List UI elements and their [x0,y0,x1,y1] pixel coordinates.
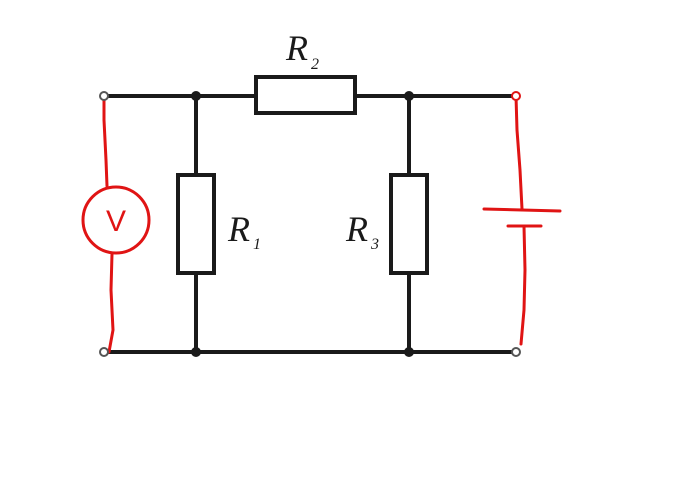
battery-wire-bottom [519,224,527,346]
resistor-r2 [254,75,357,115]
battery-wire-top [514,94,524,211]
resistor-r3 [389,173,429,275]
resistor-r1 [176,173,216,275]
terminal-bottom-right [511,347,521,357]
label-r2: R 2 [285,28,319,73]
label-r1: R 1 [227,209,261,253]
label-r3-letter: R [345,209,368,249]
voltmeter-circle [81,185,151,255]
label-r2-letter: R [285,28,308,68]
terminal-top-right [511,91,521,101]
voltmeter-wire-bottom [107,252,115,354]
terminal-bottom-left [99,347,109,357]
label-r2-subscript: 2 [311,56,319,73]
junction-node [191,347,201,357]
label-r3-subscript: 3 [370,236,379,253]
label-r1-subscript: 1 [253,236,261,253]
voltmeter-symbol: V [106,205,126,238]
voltmeter-wire-top [102,94,109,188]
junction-node [404,347,414,357]
battery-plate-long [482,207,562,213]
label-r3: R 3 [345,209,379,253]
terminal-top-left [99,91,109,101]
label-r1-letter: R [227,209,250,249]
junction-node [404,91,414,101]
junction-node [191,91,201,101]
